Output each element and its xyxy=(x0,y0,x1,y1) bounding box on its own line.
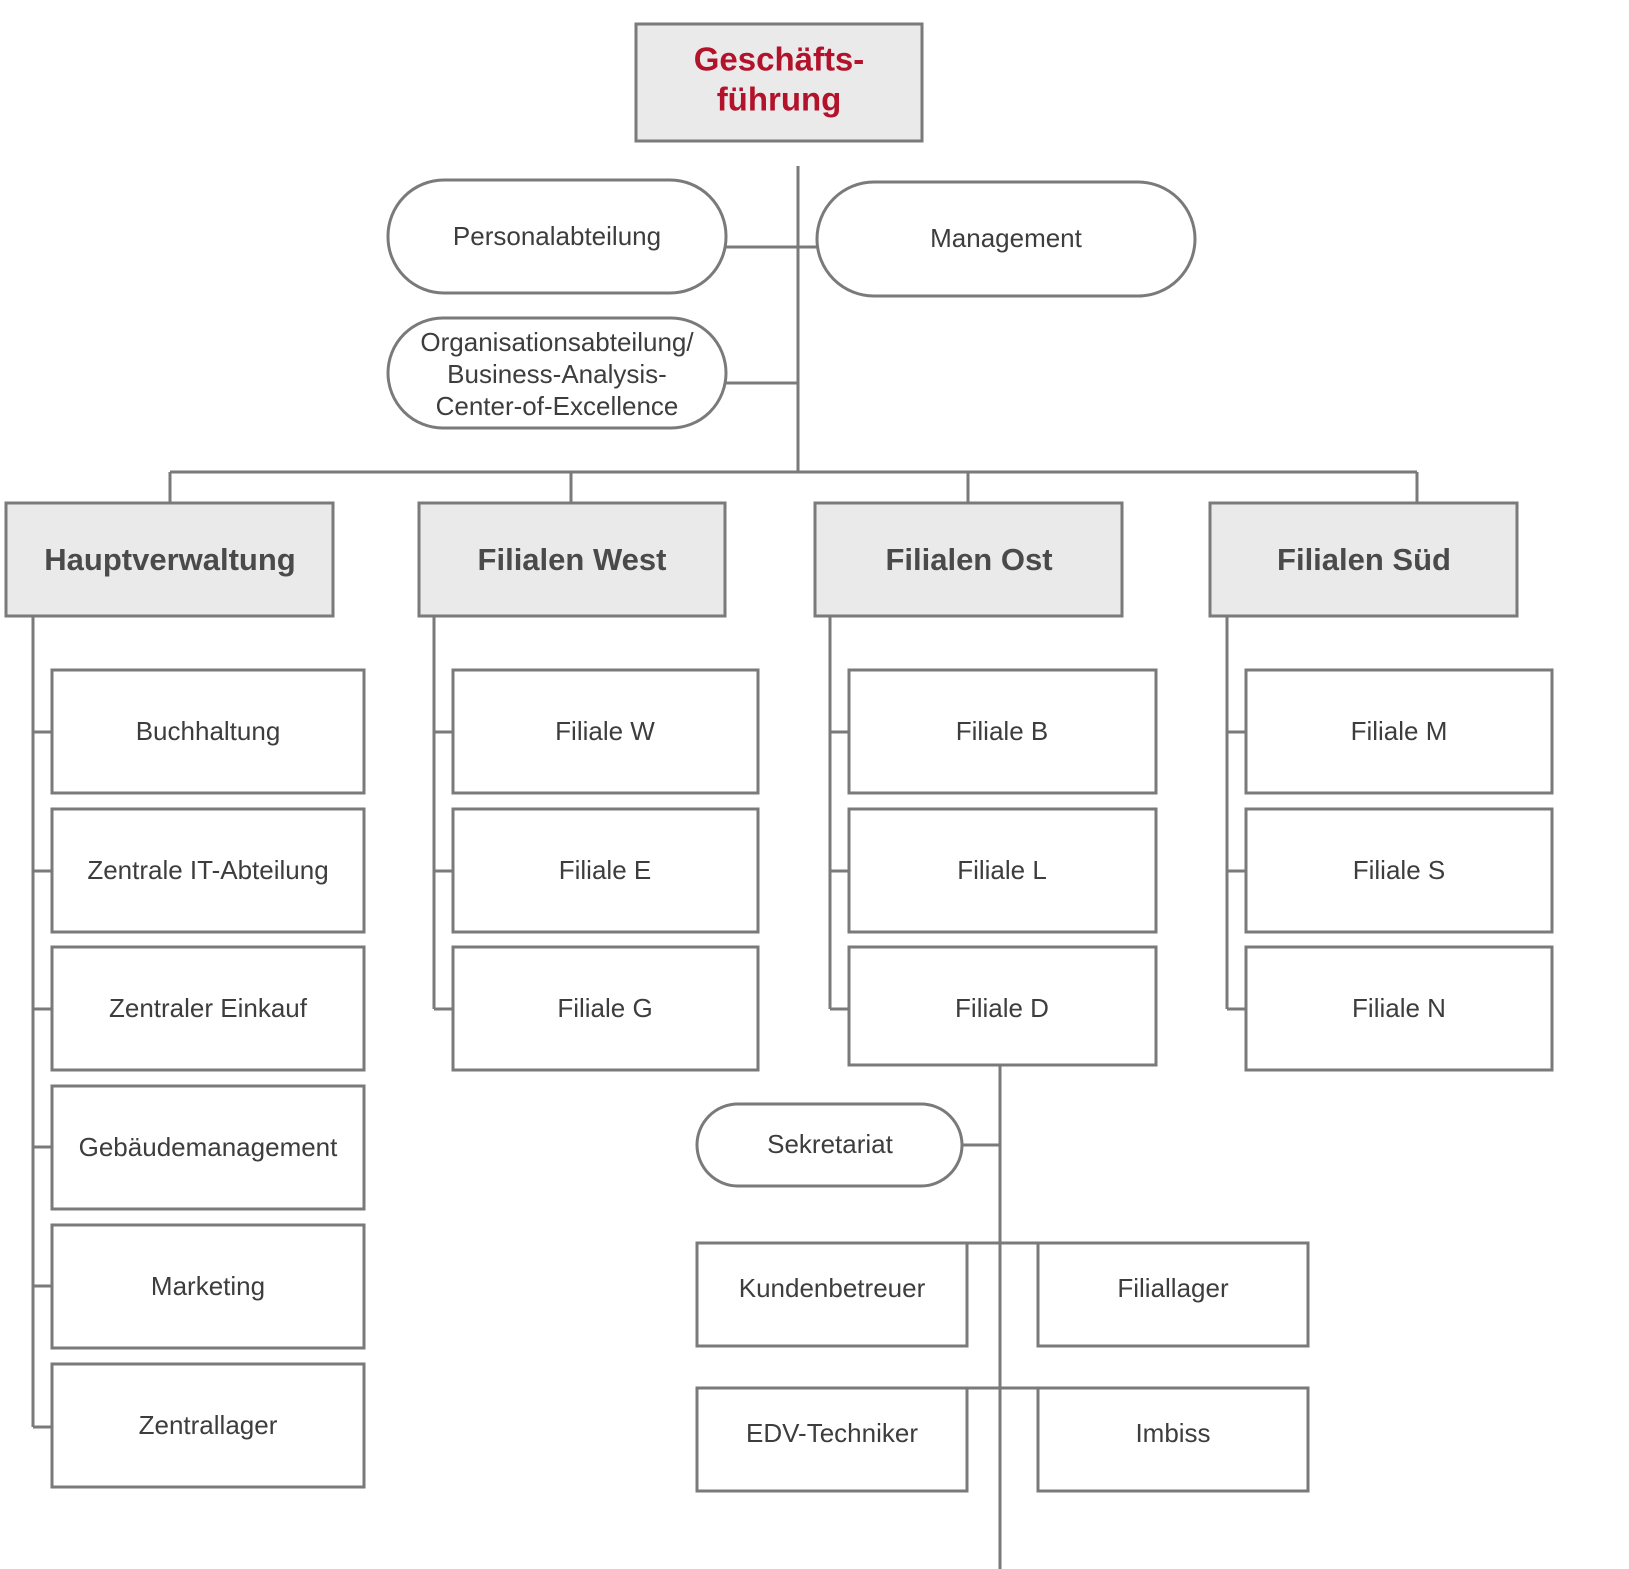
node-geschaeftsfuehrung[interactable]: Geschäfts- führung xyxy=(634,22,924,143)
node-filiale-s[interactable]: Filiale S xyxy=(1244,807,1554,934)
sekretariat-label: Sekretariat xyxy=(767,1129,893,1159)
filiale-g-label: Filiale G xyxy=(557,993,652,1023)
filiale-w-box[interactable] xyxy=(451,668,760,795)
node-filialen-west[interactable]: Filialen West xyxy=(417,501,727,618)
zentrale-it-abteilung-label: Zentrale IT-Abteilung xyxy=(87,855,328,885)
node-imbiss[interactable]: Imbiss xyxy=(1036,1386,1310,1493)
filiale-m-label: Filiale M xyxy=(1351,716,1448,746)
organisationsabteilung-label-line3: Center-of-Excellence xyxy=(436,391,679,421)
node-sekretariat[interactable]: Sekretariat xyxy=(695,1102,964,1188)
organisationsabteilung-label-line2: Business-Analysis- xyxy=(447,359,667,389)
organisationsabteilung-box[interactable] xyxy=(386,316,728,430)
node-filialen-ost[interactable]: Filialen Ost xyxy=(813,501,1124,618)
filialen-ost-label: Filialen Ost xyxy=(885,542,1052,577)
buchhaltung-box[interactable] xyxy=(50,668,366,795)
node-buchhaltung[interactable]: Buchhaltung xyxy=(50,668,366,795)
filiale-m-box[interactable] xyxy=(1244,668,1554,795)
zentrale-it-abteilung-box[interactable] xyxy=(50,807,366,934)
node-kundenbetreuer[interactable]: Kundenbetreuer xyxy=(695,1241,969,1348)
node-filiale-l[interactable]: Filiale L xyxy=(847,807,1158,934)
node-management[interactable]: Management xyxy=(815,180,1197,298)
node-filiale-n[interactable]: Filiale N xyxy=(1244,945,1554,1072)
filiale-l-box[interactable] xyxy=(847,807,1158,934)
hauptverwaltung-label: Hauptverwaltung xyxy=(44,542,295,577)
node-zentrallager[interactable]: Zentrallager xyxy=(50,1362,366,1489)
kundenbetreuer-box[interactable] xyxy=(695,1241,969,1348)
management-label: Management xyxy=(930,223,1083,253)
root-label-line1: Geschäfts- xyxy=(694,41,865,78)
gebaeudemanagement-label: Gebäudemanagement xyxy=(79,1132,339,1162)
root-label-line2: führung xyxy=(717,81,842,118)
sekretariat-box[interactable] xyxy=(695,1102,964,1188)
filialen-sued-box[interactable] xyxy=(1208,501,1519,618)
root-box[interactable] xyxy=(634,22,924,143)
filialen-ost-box[interactable] xyxy=(813,501,1124,618)
filiale-d-label: Filiale D xyxy=(955,993,1049,1023)
filiale-l-label: Filiale L xyxy=(957,855,1047,885)
marketing-box[interactable] xyxy=(50,1223,366,1350)
marketing-label: Marketing xyxy=(151,1271,265,1301)
node-filiale-d[interactable]: Filiale D xyxy=(847,945,1158,1067)
node-zentrale-it-abteilung[interactable]: Zentrale IT-Abteilung xyxy=(50,807,366,934)
zentrallager-box[interactable] xyxy=(50,1362,366,1489)
filiale-d-box[interactable] xyxy=(847,945,1158,1067)
organisationsabteilung-label-line1: Organisationsabteilung/ xyxy=(420,327,694,357)
kundenbetreuer-label: Kundenbetreuer xyxy=(739,1273,926,1303)
filiale-b-label: Filiale B xyxy=(956,716,1048,746)
node-filiale-g[interactable]: Filiale G xyxy=(451,945,760,1072)
zentrallager-label: Zentrallager xyxy=(139,1410,278,1440)
filiale-s-box[interactable] xyxy=(1244,807,1554,934)
zentraler-einkauf-box[interactable] xyxy=(50,945,366,1072)
node-filiale-e[interactable]: Filiale E xyxy=(451,807,760,934)
node-zentraler-einkauf[interactable]: Zentraler Einkauf xyxy=(50,945,366,1072)
node-filiallager[interactable]: Filiallager xyxy=(1036,1241,1310,1348)
node-marketing[interactable]: Marketing xyxy=(50,1223,366,1350)
zentraler-einkauf-label: Zentraler Einkauf xyxy=(109,993,308,1023)
personalabteilung-box[interactable] xyxy=(386,178,728,295)
edv-techniker-box[interactable] xyxy=(695,1386,969,1493)
management-box[interactable] xyxy=(815,180,1197,298)
imbiss-label: Imbiss xyxy=(1135,1418,1210,1448)
filiale-e-label: Filiale E xyxy=(559,855,651,885)
filialen-sued-label: Filialen Süd xyxy=(1277,542,1451,577)
hauptverwaltung-box[interactable] xyxy=(4,501,335,618)
filialen-west-label: Filialen West xyxy=(478,542,667,577)
gebaeudemanagement-box[interactable] xyxy=(50,1084,366,1211)
filiale-w-label: Filiale W xyxy=(555,716,655,746)
filiallager-label: Filiallager xyxy=(1117,1273,1229,1303)
node-organisationsabteilung[interactable]: Organisationsabteilung/ Business-Analysi… xyxy=(386,316,728,430)
filiale-n-box[interactable] xyxy=(1244,945,1554,1072)
node-edv-techniker[interactable]: EDV-Techniker xyxy=(695,1386,969,1493)
filiale-e-box[interactable] xyxy=(451,807,760,934)
node-filiale-b[interactable]: Filiale B xyxy=(847,668,1158,795)
filialen-west-box[interactable] xyxy=(417,501,727,618)
node-filialen-sued[interactable]: Filialen Süd xyxy=(1208,501,1519,618)
filiallager-box[interactable] xyxy=(1036,1241,1310,1348)
node-gebaeudemanagement[interactable]: Gebäudemanagement xyxy=(50,1084,366,1211)
filiale-b-box[interactable] xyxy=(847,668,1158,795)
filiale-s-label: Filiale S xyxy=(1353,855,1445,885)
node-hauptverwaltung[interactable]: Hauptverwaltung xyxy=(4,501,335,618)
imbiss-box[interactable] xyxy=(1036,1386,1310,1493)
personalabteilung-label: Personalabteilung xyxy=(453,221,661,251)
node-personalabteilung[interactable]: Personalabteilung xyxy=(386,178,728,295)
filiale-g-box[interactable] xyxy=(451,945,760,1072)
filiale-n-label: Filiale N xyxy=(1352,993,1446,1023)
edv-techniker-label: EDV-Techniker xyxy=(746,1418,918,1448)
node-filiale-m[interactable]: Filiale M xyxy=(1244,668,1554,795)
buchhaltung-label: Buchhaltung xyxy=(136,716,281,746)
node-filiale-w[interactable]: Filiale W xyxy=(451,668,760,795)
